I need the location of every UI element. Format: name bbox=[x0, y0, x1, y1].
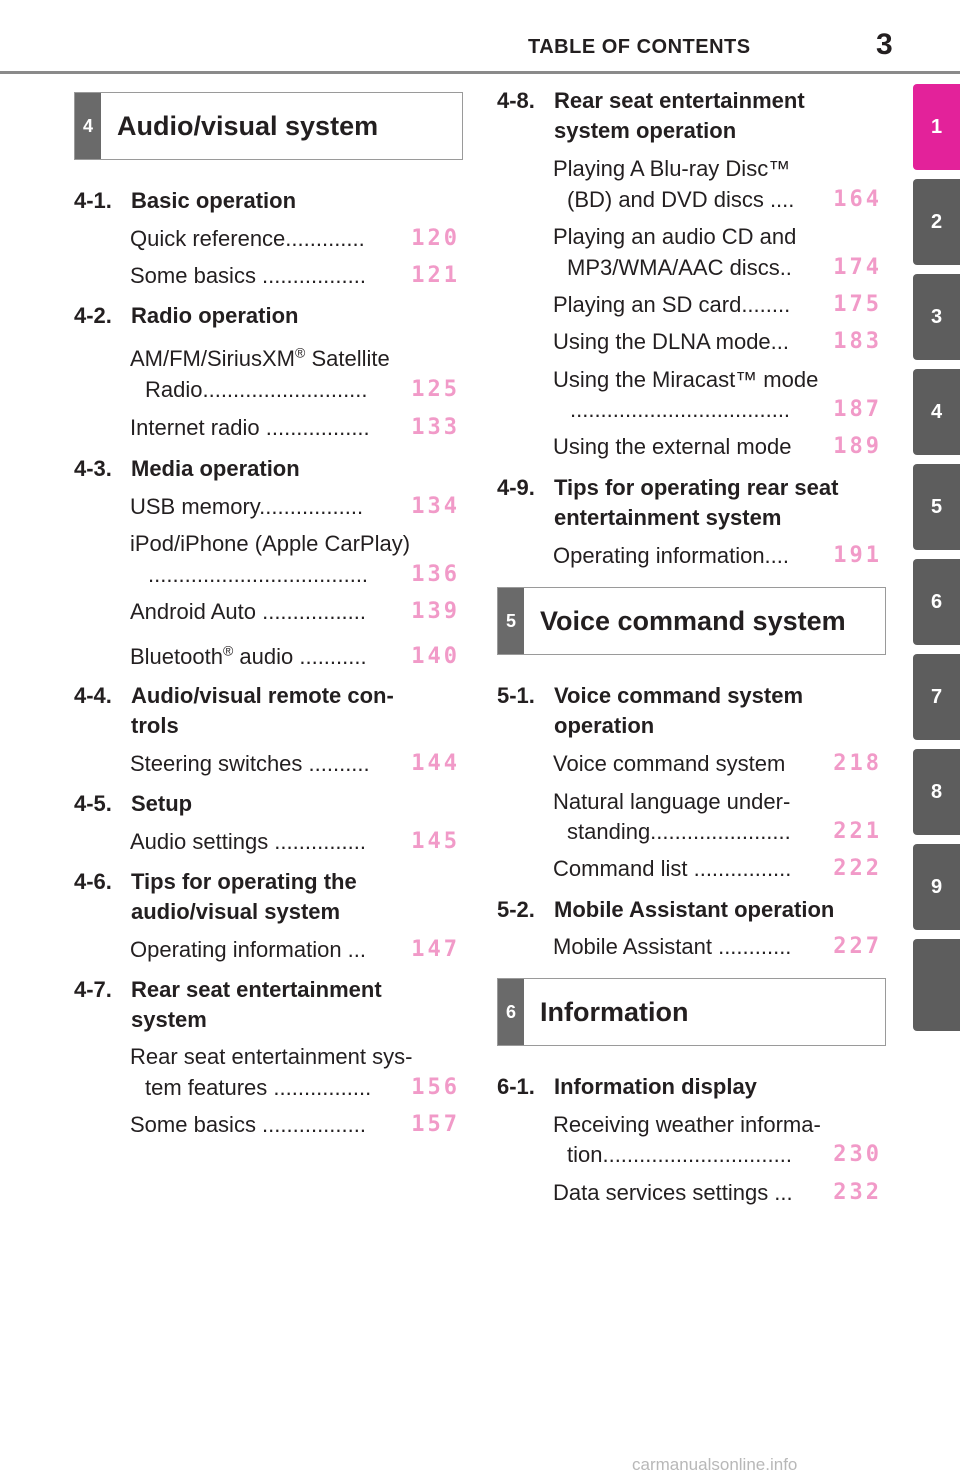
page-ref[interactable]: 140 bbox=[411, 644, 460, 669]
page-ref[interactable]: 191 bbox=[833, 543, 882, 568]
page-ref[interactable]: 147 bbox=[411, 937, 460, 962]
toc-entry-operating-information[interactable]: Operating information ... bbox=[130, 937, 367, 962]
section-title: Audio/visual system bbox=[117, 110, 379, 141]
toc-entry-audio-settings[interactable]: Audio settings ............... bbox=[130, 829, 366, 854]
page-ref[interactable]: 174 bbox=[833, 255, 882, 280]
toc-entry-bluray-line2[interactable]: (BD) and DVD discs .... bbox=[567, 187, 795, 212]
toc-entry-internet-radio[interactable]: Internet radio ................. bbox=[130, 415, 370, 440]
page-ref[interactable]: 144 bbox=[411, 751, 460, 776]
toc-entry-ipod-line1[interactable]: iPod/iPhone (Apple CarPlay) bbox=[130, 531, 411, 556]
page-ref[interactable]: 218 bbox=[833, 751, 882, 776]
page-ref[interactable]: 222 bbox=[833, 856, 882, 881]
page-ref[interactable]: 145 bbox=[411, 829, 460, 854]
toc-entry-miracast-line2[interactable]: .................................... bbox=[570, 397, 791, 422]
page-ref[interactable]: 187 bbox=[833, 397, 882, 422]
page-ref[interactable]: 120 bbox=[411, 226, 460, 251]
toc-entry-weather-line1[interactable]: Receiving weather informa- bbox=[553, 1112, 821, 1137]
page-ref[interactable]: 230 bbox=[833, 1142, 882, 1167]
toc-entry-ipod-line2[interactable]: .................................... bbox=[148, 562, 369, 587]
chapter-tab-3[interactable]: 3 bbox=[913, 274, 960, 360]
section-number: 6 bbox=[498, 979, 524, 1045]
chapter-tab-7[interactable]: 7 bbox=[913, 654, 960, 740]
page-header-title: TABLE OF CONTENTS bbox=[528, 36, 751, 58]
page-ref[interactable]: 164 bbox=[833, 187, 882, 212]
page-ref[interactable]: 189 bbox=[833, 434, 882, 459]
chapter-tab-2[interactable]: 2 bbox=[913, 179, 960, 265]
toc-entry-voice-command-system[interactable]: Voice command system bbox=[553, 751, 786, 776]
toc-entry-bluray-line1[interactable]: Playing A Blu-ray Disc™ bbox=[553, 156, 791, 181]
page-number: 3 bbox=[876, 28, 893, 61]
toc-entry-natural-language-line1[interactable]: Natural language under- bbox=[553, 789, 791, 814]
toc-entry-audio-cd-line1[interactable]: Playing an audio CD and bbox=[553, 224, 797, 249]
toc-entry-operating-information-2[interactable]: Operating information.... bbox=[553, 543, 790, 568]
toc-entry-command-list[interactable]: Command list ................ bbox=[553, 856, 792, 881]
chapter-tab-4[interactable]: 4 bbox=[913, 369, 960, 455]
page-ref[interactable]: 136 bbox=[411, 562, 460, 587]
toc-entry-bluetooth-audio[interactable]: Bluetooth® audio ........... bbox=[130, 642, 367, 669]
chapter-tabs: 1 2 3 4 5 6 7 8 9 bbox=[913, 84, 960, 1040]
toc-entry-android-auto[interactable]: Android Auto ................. bbox=[130, 599, 367, 624]
page-ref[interactable]: 134 bbox=[411, 494, 460, 519]
toc-entry-dlna-mode[interactable]: Using the DLNA mode... bbox=[553, 329, 790, 354]
page-ref[interactable]: 125 bbox=[411, 377, 460, 402]
section-header-6: 6 Information bbox=[497, 978, 886, 1046]
toc-entry-miracast-line1[interactable]: Using the Miracast™ mode bbox=[553, 367, 819, 392]
toc-entry-some-basics[interactable]: Some basics ................. bbox=[130, 263, 366, 288]
page-ref[interactable]: 156 bbox=[411, 1075, 460, 1100]
section-header-4: 4 Audio/visual system bbox=[74, 92, 463, 160]
page-ref[interactable]: 175 bbox=[833, 292, 882, 317]
page-ref[interactable]: 133 bbox=[411, 415, 460, 440]
page-ref[interactable]: 157 bbox=[411, 1112, 460, 1137]
chapter-tab-5[interactable]: 5 bbox=[913, 464, 960, 550]
toc-entry-natural-language-line2[interactable]: standing....................... bbox=[567, 819, 791, 844]
chapter-tab-1[interactable]: 1 bbox=[913, 84, 960, 170]
section-number: 4 bbox=[75, 93, 101, 159]
toc-entry-sd-card[interactable]: Playing an SD card........ bbox=[553, 292, 791, 317]
chapter-tab-index[interactable] bbox=[913, 939, 960, 1031]
page-ref[interactable]: 121 bbox=[411, 263, 460, 288]
toc-entry-am-fm-line2[interactable]: Radio........................... bbox=[145, 377, 368, 402]
toc-entry-data-services-settings[interactable]: Data services settings ... bbox=[553, 1180, 793, 1205]
toc-entry-some-basics-2[interactable]: Some basics ................. bbox=[130, 1112, 366, 1137]
toc-entry-audio-cd-line2[interactable]: MP3/WMA/AAC discs.. bbox=[567, 255, 792, 280]
toc-entry-rse-features-line2[interactable]: tem features ................ bbox=[145, 1075, 372, 1100]
toc-entry-am-fm-line1[interactable]: AM/FM/SiriusXM® Satellite bbox=[130, 344, 390, 371]
chapter-tab-6[interactable]: 6 bbox=[913, 559, 960, 645]
chapter-tab-9[interactable]: 9 bbox=[913, 844, 960, 930]
section-title: Voice command system bbox=[540, 605, 846, 636]
page-ref[interactable]: 227 bbox=[833, 934, 882, 959]
toc-entry-rse-features-line1[interactable]: Rear seat entertainment sys- bbox=[130, 1044, 413, 1069]
toc-entry-quick-reference[interactable]: Quick reference............. bbox=[130, 226, 365, 251]
page-ref[interactable]: 139 bbox=[411, 599, 460, 624]
section-header-5: 5 Voice command system bbox=[497, 587, 886, 655]
section-title: Information bbox=[540, 996, 689, 1027]
toc-entry-usb-memory[interactable]: USB memory................. bbox=[130, 494, 364, 519]
toc-entry-mobile-assistant[interactable]: Mobile Assistant ............ bbox=[553, 934, 792, 959]
footer-watermark: carmanualsonline.info bbox=[632, 1455, 798, 1474]
header-divider bbox=[0, 71, 960, 74]
toc-entry-weather-line2[interactable]: tion............................... bbox=[567, 1142, 792, 1167]
page-ref[interactable]: 232 bbox=[833, 1180, 882, 1205]
chapter-tab-8[interactable]: 8 bbox=[913, 749, 960, 835]
toc-entry-external-mode[interactable]: Using the external mode bbox=[553, 434, 792, 459]
page-ref[interactable]: 183 bbox=[833, 329, 882, 354]
section-number: 5 bbox=[498, 588, 524, 654]
page-ref[interactable]: 221 bbox=[833, 819, 882, 844]
toc-entry-steering-switches[interactable]: Steering switches .......... bbox=[130, 751, 370, 776]
